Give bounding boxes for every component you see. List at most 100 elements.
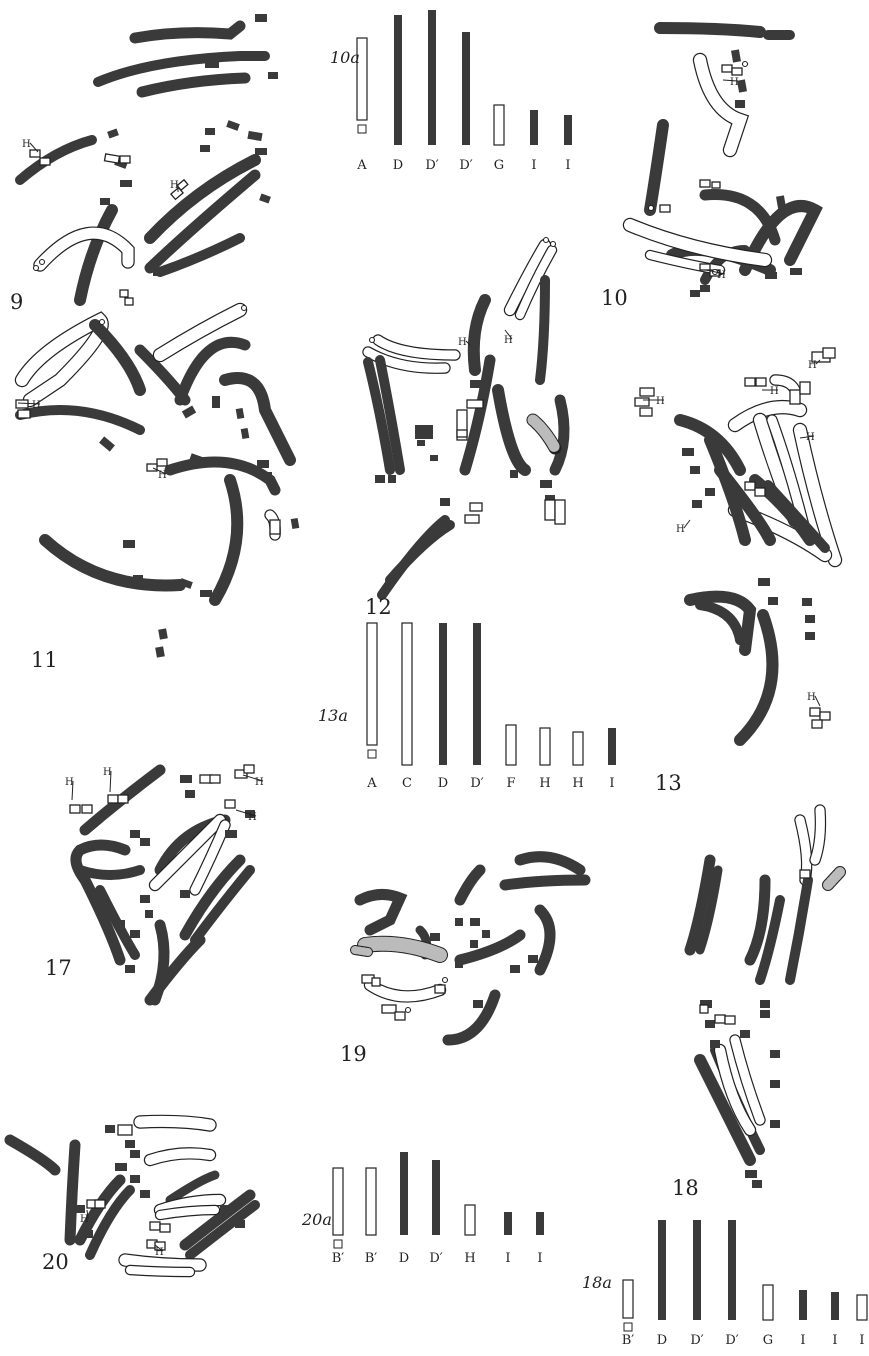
h-marker-label: H — [808, 360, 817, 371]
satellite — [34, 266, 39, 271]
small-light-chromosome — [225, 800, 235, 808]
dark-chromosome — [555, 400, 564, 470]
small-light-chromosome — [70, 805, 80, 813]
small-light-chromosome — [16, 400, 28, 408]
h-marker-label: H — [32, 400, 41, 411]
small-light-chromosome — [725, 1016, 735, 1024]
small-chromosome — [236, 408, 245, 419]
small-chromosome — [257, 460, 269, 468]
small-chromosome — [510, 965, 520, 973]
small-chromosome — [205, 128, 215, 135]
idiogram-bar — [564, 115, 572, 145]
h-marker-label: H — [22, 139, 31, 150]
small-chromosome — [470, 918, 480, 926]
small-light-chromosome — [270, 520, 280, 534]
small-light-chromosome — [120, 156, 130, 163]
small-chromosome — [200, 145, 210, 152]
idiogram-bar — [368, 750, 376, 758]
small-chromosome — [692, 500, 702, 508]
dark-chromosome — [448, 995, 495, 1040]
chromosome-drawings — [10, 14, 840, 1272]
idiogram-bar — [367, 623, 377, 745]
small-chromosome — [262, 472, 272, 479]
idiogram-18a-label: I — [832, 1334, 837, 1347]
small-chromosome — [140, 1190, 150, 1198]
dark-chromosome — [360, 894, 400, 930]
satellite — [406, 1008, 411, 1013]
idiogram-bar — [402, 623, 412, 765]
idiogram-18a-label: I — [800, 1334, 805, 1347]
satellite — [544, 238, 549, 243]
small-light-chromosome — [755, 488, 765, 496]
small-chromosome — [440, 498, 450, 506]
idiogram-13a-label: I — [609, 777, 614, 790]
small-light-chromosome — [40, 158, 50, 165]
h-marker-label: H — [458, 337, 467, 348]
small-light-chromosome — [108, 795, 118, 803]
idiogram-bar — [536, 1212, 544, 1235]
small-light-chromosome — [118, 1125, 132, 1135]
figure-9-number: 9 — [10, 292, 23, 313]
idiogram-bar — [428, 10, 436, 145]
small-chromosome — [682, 448, 694, 456]
h-marker-label: H — [730, 77, 739, 88]
dark-chromosome — [390, 525, 450, 580]
small-chromosome — [180, 775, 192, 783]
small-chromosome — [130, 930, 140, 938]
small-light-chromosome — [640, 408, 652, 416]
dark-chromosome — [460, 870, 480, 900]
small-light-chromosome — [210, 775, 220, 783]
idiogram-20a-title: 20a — [302, 1212, 332, 1228]
figure-17-number: 17 — [45, 958, 72, 979]
small-chromosome — [145, 910, 153, 918]
satellite — [443, 978, 448, 983]
small-chromosome — [120, 180, 132, 187]
small-light-chromosome — [120, 290, 128, 297]
idiogram-13a-label: D — [438, 777, 448, 790]
dark-chromosome — [225, 378, 290, 460]
small-chromosome — [125, 1140, 135, 1148]
idiogram-10a-label: I — [565, 159, 570, 172]
dark-chromosome — [20, 410, 140, 430]
satellite — [242, 306, 247, 311]
idiogram-20a-label: I — [505, 1252, 510, 1265]
small-chromosome — [241, 428, 250, 439]
dark-chromosome — [142, 78, 245, 92]
small-chromosome — [125, 965, 135, 973]
small-light-chromosome — [30, 150, 40, 157]
small-chromosome — [212, 396, 220, 408]
small-chromosome — [291, 518, 300, 529]
dark-chromosome — [700, 605, 740, 640]
small-light-chromosome — [95, 1200, 105, 1208]
idiogram-bar — [693, 1220, 701, 1320]
dark-chromosome — [70, 1145, 75, 1240]
small-chromosome — [770, 1050, 780, 1058]
small-chromosome — [805, 632, 815, 640]
idiogram-bar — [506, 725, 516, 765]
small-chromosome — [776, 195, 786, 208]
dark-chromosome — [20, 140, 92, 180]
idiogram-bar — [658, 1220, 666, 1320]
light-chromosome — [160, 310, 240, 355]
small-light-chromosome — [465, 515, 479, 523]
dark-chromosome — [520, 857, 580, 870]
small-chromosome — [430, 933, 440, 941]
idiogram-bar — [573, 732, 583, 765]
dark-chromosome — [10, 1140, 55, 1170]
small-chromosome — [528, 955, 538, 963]
small-chromosome — [765, 272, 777, 279]
small-chromosome — [705, 488, 715, 496]
idiogram-18a-label: B′ — [622, 1334, 635, 1347]
small-chromosome — [115, 1163, 127, 1171]
idiogram-10a-label: I — [531, 159, 536, 172]
idiogram-bar — [504, 1212, 512, 1235]
satellite — [551, 242, 556, 247]
small-chromosome — [735, 100, 745, 108]
small-light-chromosome — [104, 154, 119, 163]
idiogram-bar — [473, 623, 481, 765]
small-chromosome — [130, 1175, 140, 1183]
idiogram-18a-label: D′ — [690, 1334, 703, 1347]
figure-10-number: 10 — [601, 288, 628, 309]
small-light-chromosome — [800, 382, 810, 394]
small-chromosome — [455, 960, 463, 968]
